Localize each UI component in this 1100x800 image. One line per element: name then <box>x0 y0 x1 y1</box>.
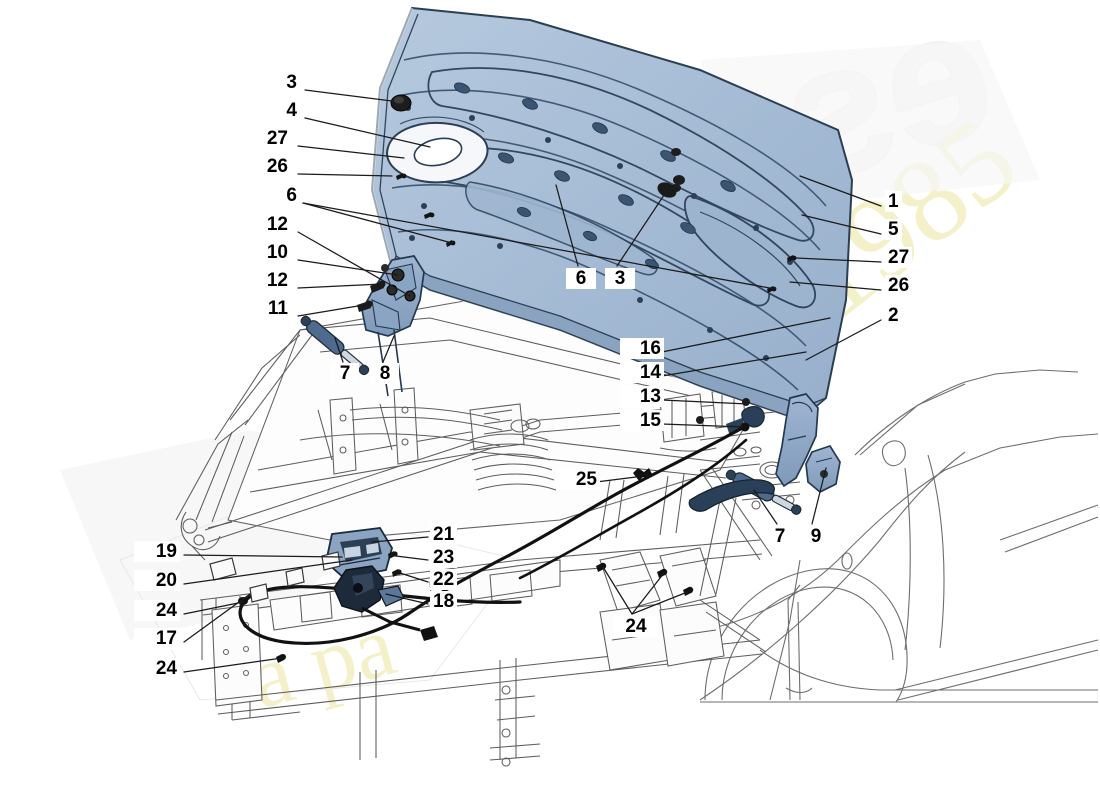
callout-27-left[interactable]: 27 <box>249 128 291 149</box>
callout-10[interactable]: 10 <box>249 242 291 263</box>
callout-3-center[interactable]: 3 <box>605 268 635 289</box>
callout-27-right[interactable]: 27 <box>885 247 913 268</box>
callout-12-lower[interactable]: 12 <box>249 270 291 291</box>
callout-5[interactable]: 5 <box>885 219 902 240</box>
callout-16[interactable]: 16 <box>620 338 664 359</box>
callout-11[interactable]: 11 <box>249 298 291 319</box>
callout-21[interactable]: 21 <box>430 524 458 545</box>
callout-9[interactable]: 9 <box>802 526 830 547</box>
callout-8[interactable]: 8 <box>371 363 399 384</box>
hood-panel <box>370 6 854 422</box>
hood-fasteners <box>396 173 797 293</box>
callout-24-left-a[interactable]: 24 <box>134 600 180 621</box>
callout-7-right[interactable]: 7 <box>766 526 794 547</box>
callout-12-upper[interactable]: 12 <box>249 214 291 235</box>
callout-23[interactable]: 23 <box>430 547 458 568</box>
callout-1[interactable]: 1 <box>885 191 902 212</box>
hood-latch-assembly <box>325 527 438 641</box>
callout-22[interactable]: 22 <box>430 569 458 590</box>
callout-20[interactable]: 20 <box>134 570 180 591</box>
callout-17[interactable]: 17 <box>134 628 180 649</box>
hood-hinge-right <box>775 393 841 494</box>
callout-18[interactable]: 18 <box>430 591 458 612</box>
callout-19[interactable]: 19 <box>134 541 180 562</box>
callout-26-right[interactable]: 26 <box>885 275 913 296</box>
chassis-frame <box>175 299 801 767</box>
callout-6-center[interactable]: 6 <box>566 268 596 289</box>
callout-7-left[interactable]: 7 <box>331 363 359 384</box>
car-body-outline <box>699 369 1099 703</box>
callout-24-left-b[interactable]: 24 <box>134 658 180 679</box>
callout-4[interactable]: 4 <box>258 100 300 121</box>
callout-3-top[interactable]: 3 <box>258 72 300 93</box>
hood-catch-bracket <box>688 398 775 512</box>
callout-24-center[interactable]: 24 <box>614 616 658 637</box>
hood-release-cable-secondary <box>518 438 748 580</box>
callout-14[interactable]: 14 <box>620 362 664 383</box>
callout-2[interactable]: 2 <box>885 305 902 326</box>
callout-6-left[interactable]: 6 <box>258 185 300 206</box>
callout-25[interactable]: 25 <box>556 469 600 490</box>
cable-guide-brackets <box>209 551 341 603</box>
gas-strut-left <box>300 315 370 376</box>
callout-13[interactable]: 13 <box>620 386 664 407</box>
callout-15[interactable]: 15 <box>620 410 664 431</box>
misc-fasteners <box>238 422 750 663</box>
callout-26-left[interactable]: 26 <box>249 156 291 177</box>
leader-lines <box>183 89 882 673</box>
hood-buffer-stop <box>390 94 685 198</box>
